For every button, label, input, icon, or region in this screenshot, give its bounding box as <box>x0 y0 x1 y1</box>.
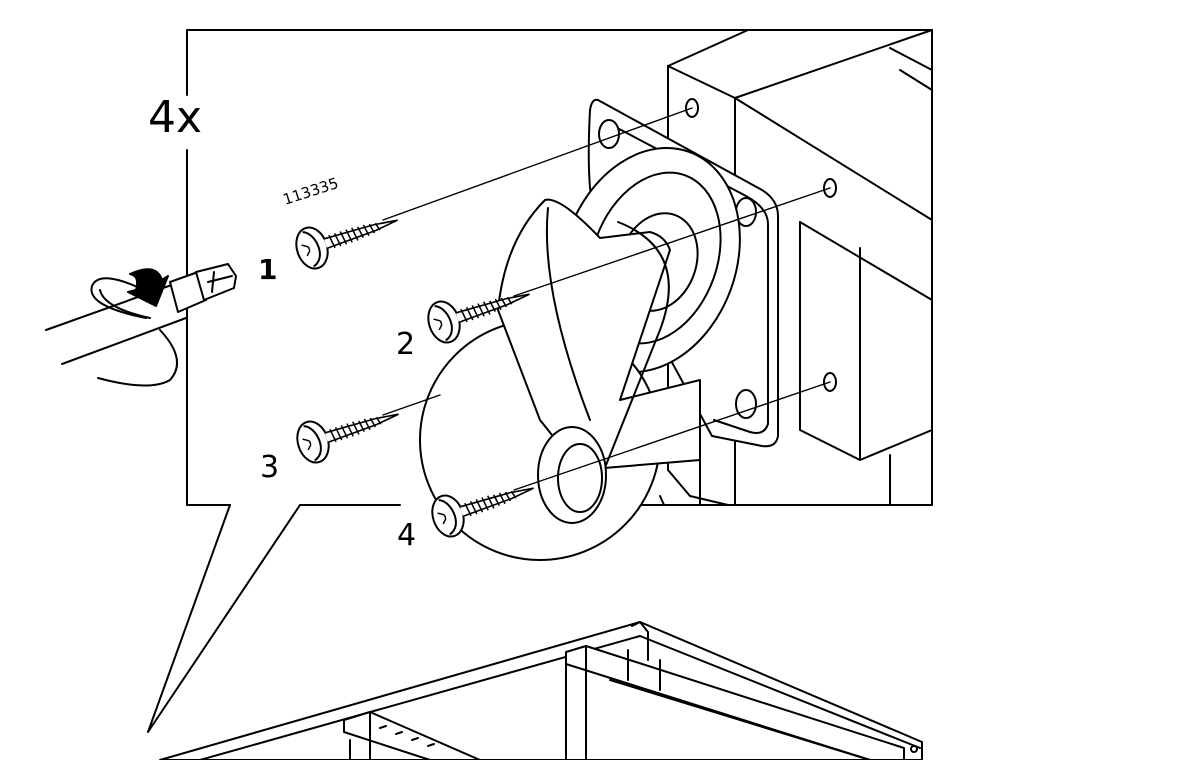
frame-icon <box>159 621 923 760</box>
quantity-label: 4x <box>148 92 202 143</box>
clockwise-arrow-icon <box>90 268 179 387</box>
screw-label-1: 1 <box>258 253 277 286</box>
guide-lines <box>382 107 831 491</box>
caster-wheel-icon <box>419 98 779 561</box>
screw-label-2: 2 <box>396 327 415 362</box>
screw-label-3: 3 <box>260 450 279 485</box>
screw-label-4: 4 <box>397 518 416 553</box>
part-number: 113335 <box>281 174 341 209</box>
